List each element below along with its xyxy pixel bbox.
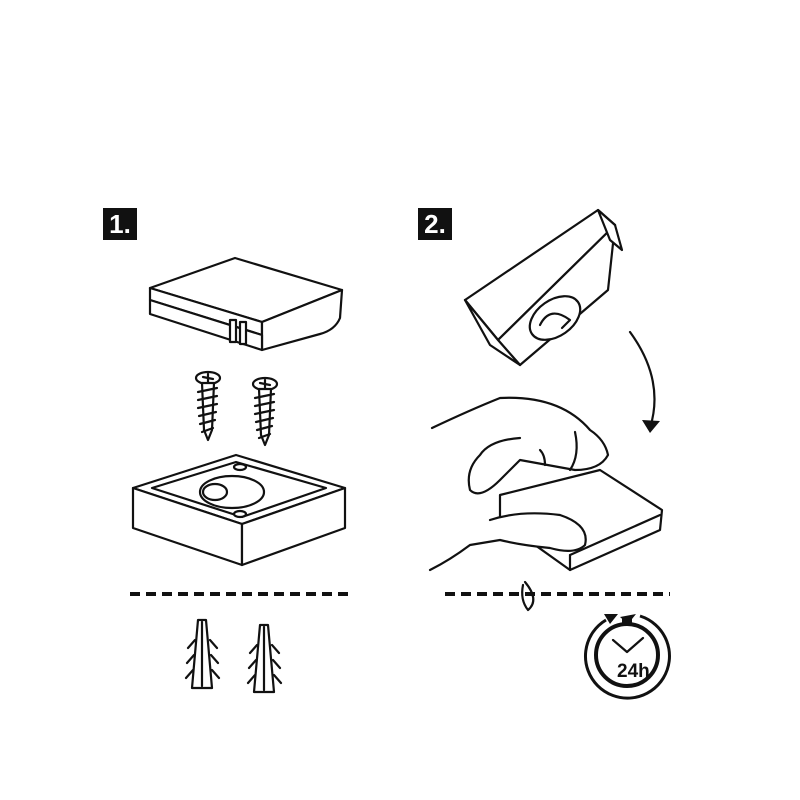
screw-left (194, 370, 222, 442)
mounting-base (131, 453, 347, 567)
step-1-badge: 1. (103, 208, 137, 240)
device-lid (148, 256, 344, 352)
screw-right (251, 376, 279, 447)
timer-24h-icon: 24h (583, 614, 671, 700)
curved-arrow-shaft (628, 330, 656, 430)
step-2-badge: 2. (418, 208, 452, 240)
hand-pressing (428, 396, 664, 612)
wall-plug-left (184, 618, 221, 690)
timer-label: 24h (617, 661, 650, 682)
wall-plug-right (246, 623, 283, 694)
arrow-head-icon (642, 420, 660, 433)
device-flipped (463, 208, 624, 367)
